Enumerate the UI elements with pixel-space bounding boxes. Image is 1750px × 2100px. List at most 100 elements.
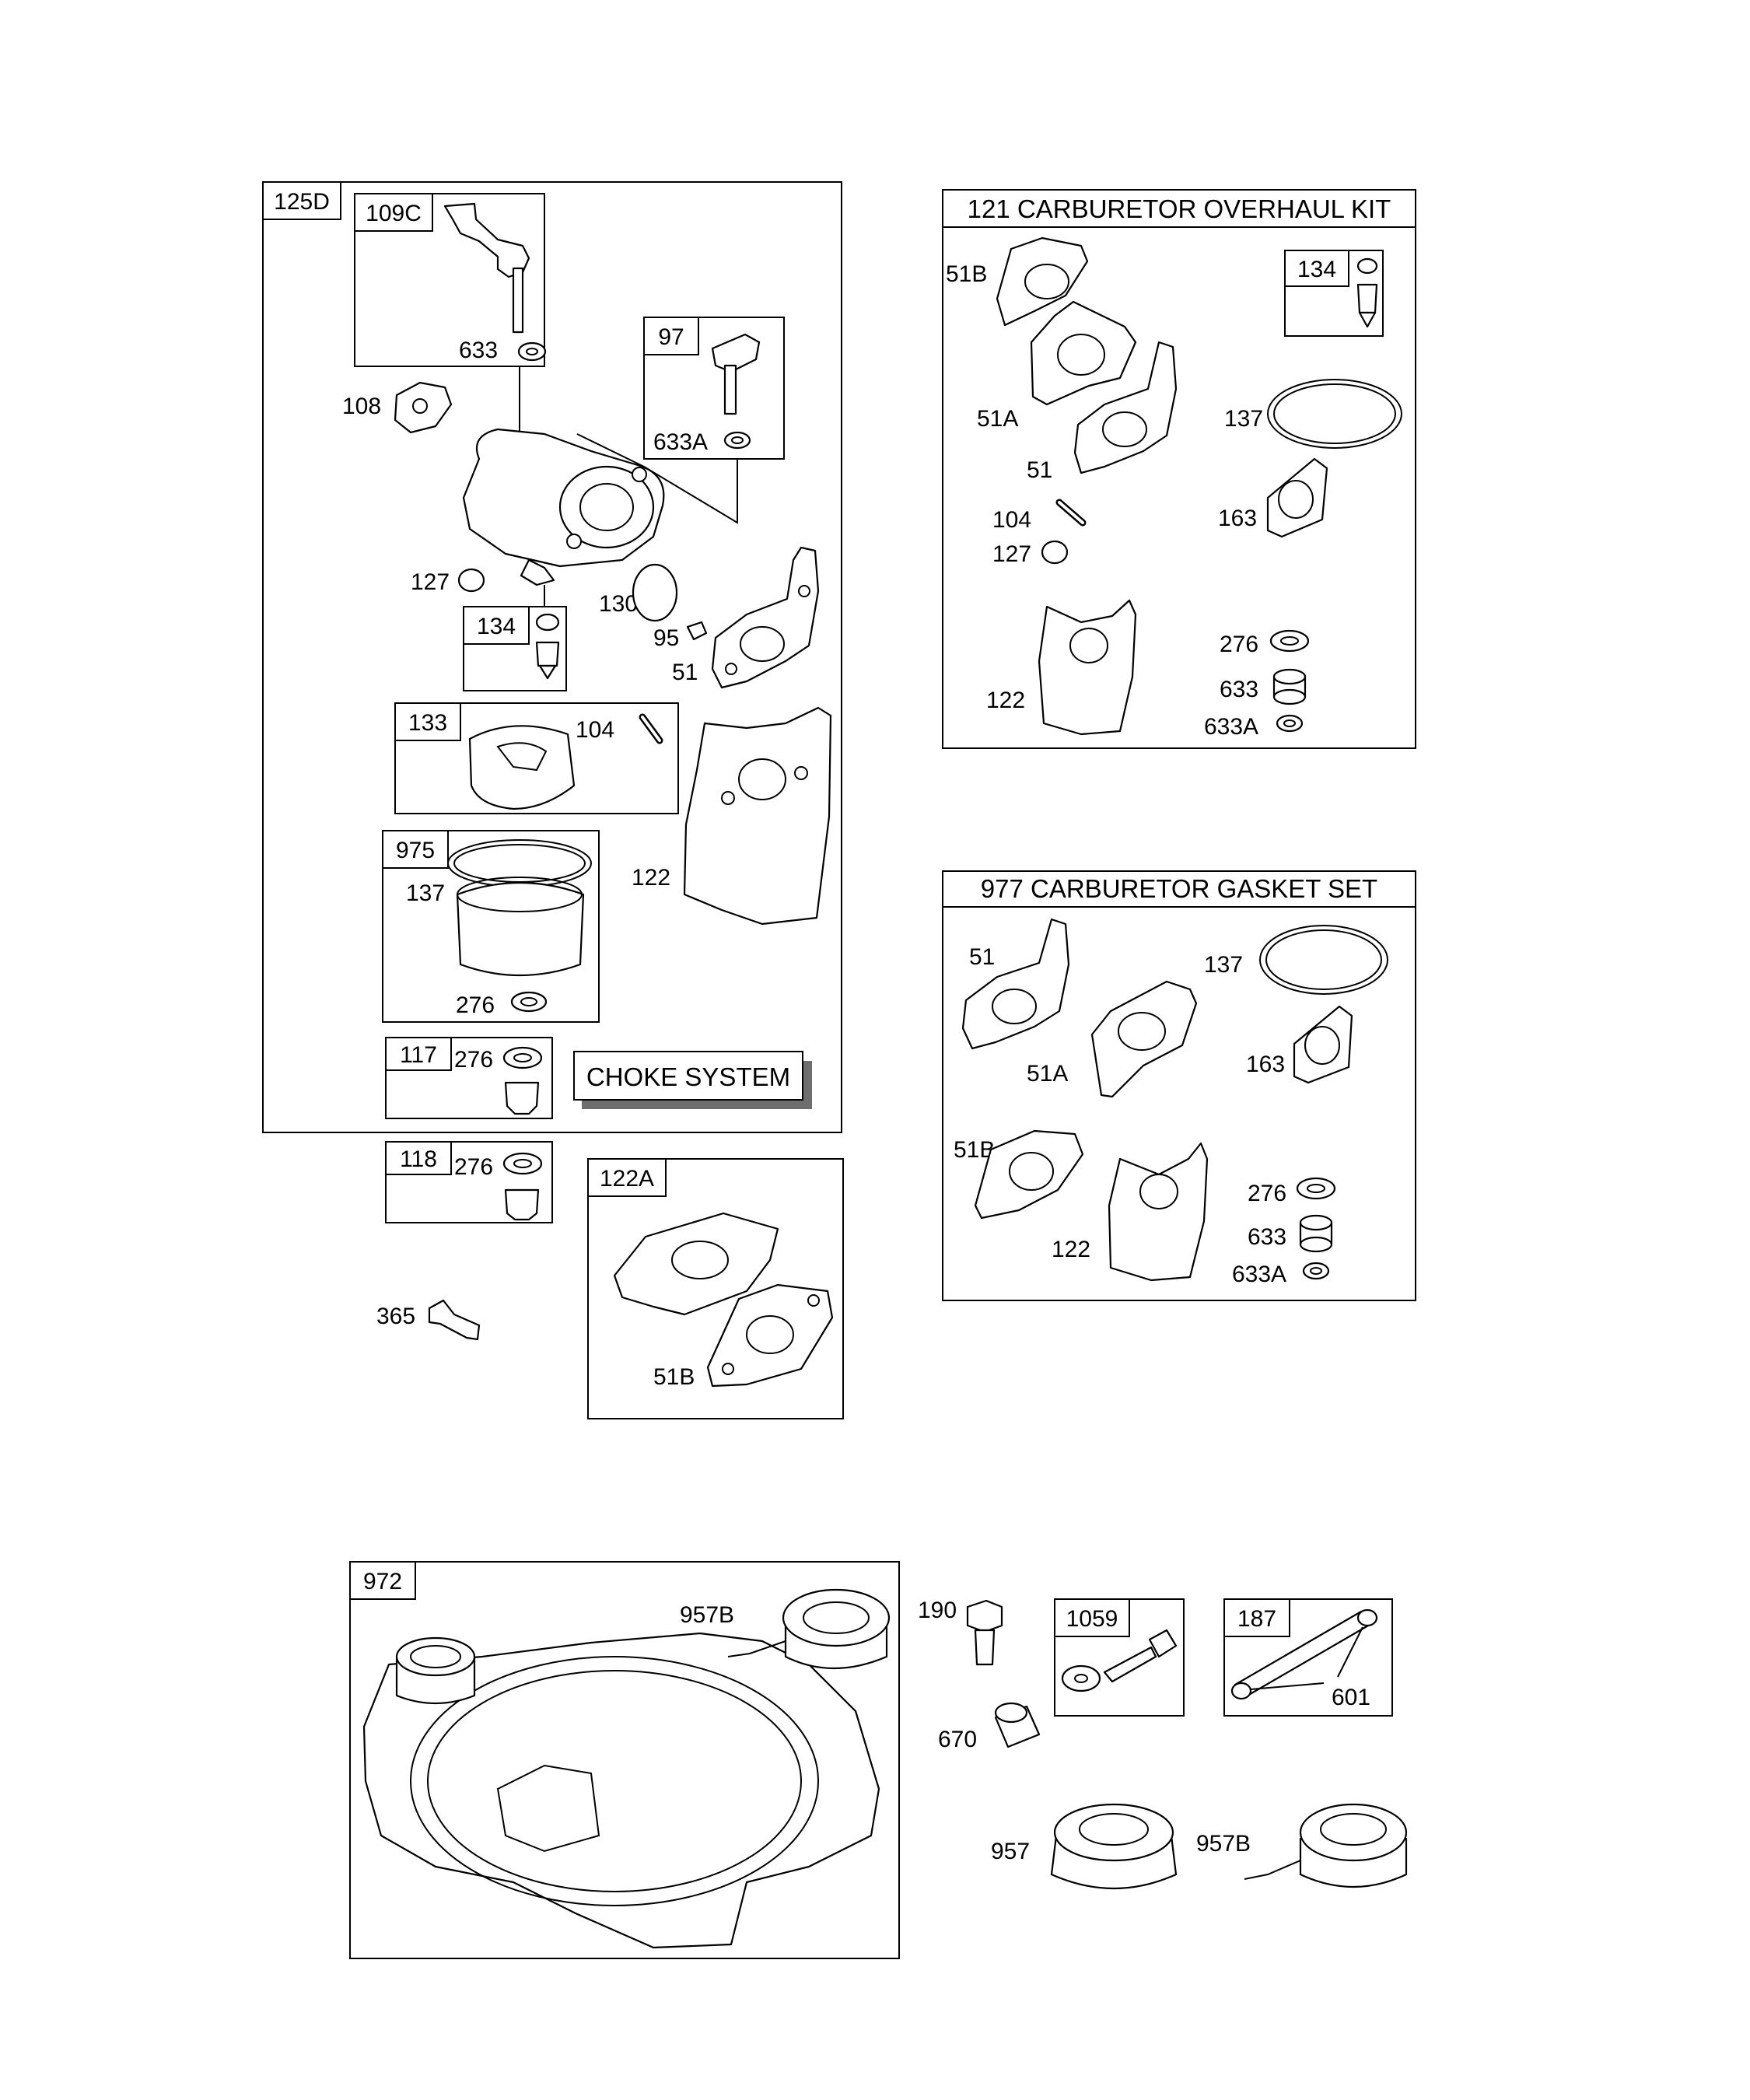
label-f957bb: 957B (1196, 1831, 1251, 1857)
group-125d-carburetor: 125D 109C 633 108 97 633A (262, 181, 842, 1133)
bolt-1059-head (1148, 1629, 1178, 1658)
fuel-tank-part (362, 1632, 880, 1949)
plate-130-part (632, 563, 678, 622)
label-box-134 (463, 606, 530, 645)
label-k276: 276 (1220, 632, 1258, 657)
label-f190: 190 (918, 1598, 957, 1623)
bolt-190-head (966, 1599, 1003, 1633)
spacer-670: 670 (938, 1702, 1041, 1752)
label-g276: 276 (1248, 1181, 1286, 1206)
label-k137: 137 (1224, 406, 1263, 432)
label-133: 133 (408, 710, 447, 736)
label-box-187 (1223, 1598, 1290, 1637)
label-box-125d (262, 181, 341, 220)
subgroup-1059: 1059 (1054, 1598, 1185, 1717)
screw-95-part (686, 621, 708, 641)
subgroup-187: 187 601 (1223, 1598, 1393, 1717)
fuel-cap-957b-second: 957B (1196, 1803, 1408, 1888)
gasket-set-title: 977 CARBURETOR GASKET SET (981, 874, 1377, 903)
label-104: 104 (576, 717, 614, 743)
label-k104: 104 (992, 507, 1031, 533)
label-97: 97 (658, 324, 684, 350)
label-k134: 134 (1297, 257, 1336, 282)
choke-shaft-part (512, 267, 524, 334)
label-f670: 670 (938, 1727, 977, 1752)
label-95: 95 (653, 625, 679, 651)
throttle-lever-97-part (711, 333, 761, 373)
carb-bowl-seat-part (520, 558, 555, 586)
kit-977-gasket-set: 977 CARBURETOR GASKET SET 51 137 51A 163… (942, 870, 1416, 1301)
leader-601b (1337, 1626, 1363, 1678)
tether-957b-2 (1244, 1860, 1301, 1880)
label-box-1059 (1054, 1598, 1130, 1637)
label-k127: 127 (992, 541, 1031, 567)
label-118: 118 (400, 1146, 437, 1172)
label-k633: 633 (1220, 677, 1258, 702)
label-134: 134 (477, 614, 516, 639)
label-k51a: 51A (977, 406, 1018, 432)
label-633a: 633A (653, 429, 708, 455)
label-k163: 163 (1218, 506, 1257, 531)
label-g122: 122 (1052, 1237, 1090, 1262)
label-f187: 187 (1237, 1606, 1276, 1632)
label-k51b: 51B (946, 261, 987, 287)
label-f957: 957 (991, 1839, 1030, 1864)
label-g633a: 633A (1232, 1262, 1286, 1287)
label-122: 122 (632, 865, 670, 891)
label-51b: 51B (653, 1364, 695, 1390)
label-633: 633 (459, 338, 498, 363)
needle-k134-part (1356, 283, 1378, 314)
label-276c: 276 (454, 1154, 493, 1180)
needle-seat-part (535, 613, 560, 632)
gasket-51-part (711, 546, 820, 689)
bolt-190-shank (974, 1629, 996, 1666)
label-k122: 122 (986, 688, 1025, 713)
oring-g137-part (1259, 925, 1388, 995)
label-g633: 633 (1248, 1224, 1286, 1250)
subgroup-118: 118 276 (385, 1141, 553, 1223)
label-f1059: 1059 (1066, 1606, 1118, 1632)
oring-k137-part (1267, 379, 1402, 449)
label-117: 117 (400, 1042, 437, 1068)
bowl-screw-118-part (504, 1188, 540, 1221)
gasket-k51-part (1073, 341, 1178, 474)
label-box-117 (385, 1037, 452, 1071)
label-125d: 125D (274, 189, 330, 215)
throttle-shaft-part (723, 364, 737, 415)
bolt-365-part (428, 1299, 481, 1341)
gasket-k122-part (1038, 599, 1137, 736)
fuel-cap-957: 957 (991, 1803, 1178, 1890)
label-box-122a (587, 1158, 667, 1197)
needle-134-part (535, 641, 560, 667)
label-box-975 (382, 830, 449, 869)
label-975: 975 (396, 838, 435, 863)
label-137: 137 (406, 880, 445, 906)
label-276a: 276 (456, 992, 495, 1018)
label-127: 127 (411, 569, 450, 595)
label-k633a: 633A (1204, 714, 1258, 740)
label-g137: 137 (1204, 952, 1243, 978)
plug-127-part (457, 568, 485, 593)
leader-601a (1250, 1682, 1325, 1690)
label-108: 108 (342, 394, 381, 419)
label-365: 365 (376, 1304, 415, 1329)
bowl-screw-117-part (504, 1081, 540, 1115)
label-box-109c (354, 193, 433, 232)
label-109c: 109C (366, 201, 422, 226)
label-k51: 51 (1027, 457, 1052, 483)
label-f957b: 957B (680, 1602, 734, 1628)
bolt-365: 365 (376, 1299, 481, 1341)
bolt-1059-shank (1103, 1646, 1157, 1683)
gasket-g51-part (961, 918, 1070, 1050)
choke-system-tag (573, 1051, 803, 1101)
label-f601: 601 (1332, 1685, 1370, 1710)
label-box-972 (349, 1561, 416, 1600)
label-box-k134 (1284, 250, 1349, 287)
label-51: 51 (672, 660, 698, 685)
subgroup-122a: 122A 51B (587, 1158, 844, 1419)
label-130: 130 (599, 591, 638, 617)
label-122a: 122A (600, 1166, 654, 1192)
overhaul-kit-title: 121 CARBURETOR OVERHAUL KIT (968, 194, 1391, 223)
label-g163: 163 (1246, 1052, 1285, 1077)
